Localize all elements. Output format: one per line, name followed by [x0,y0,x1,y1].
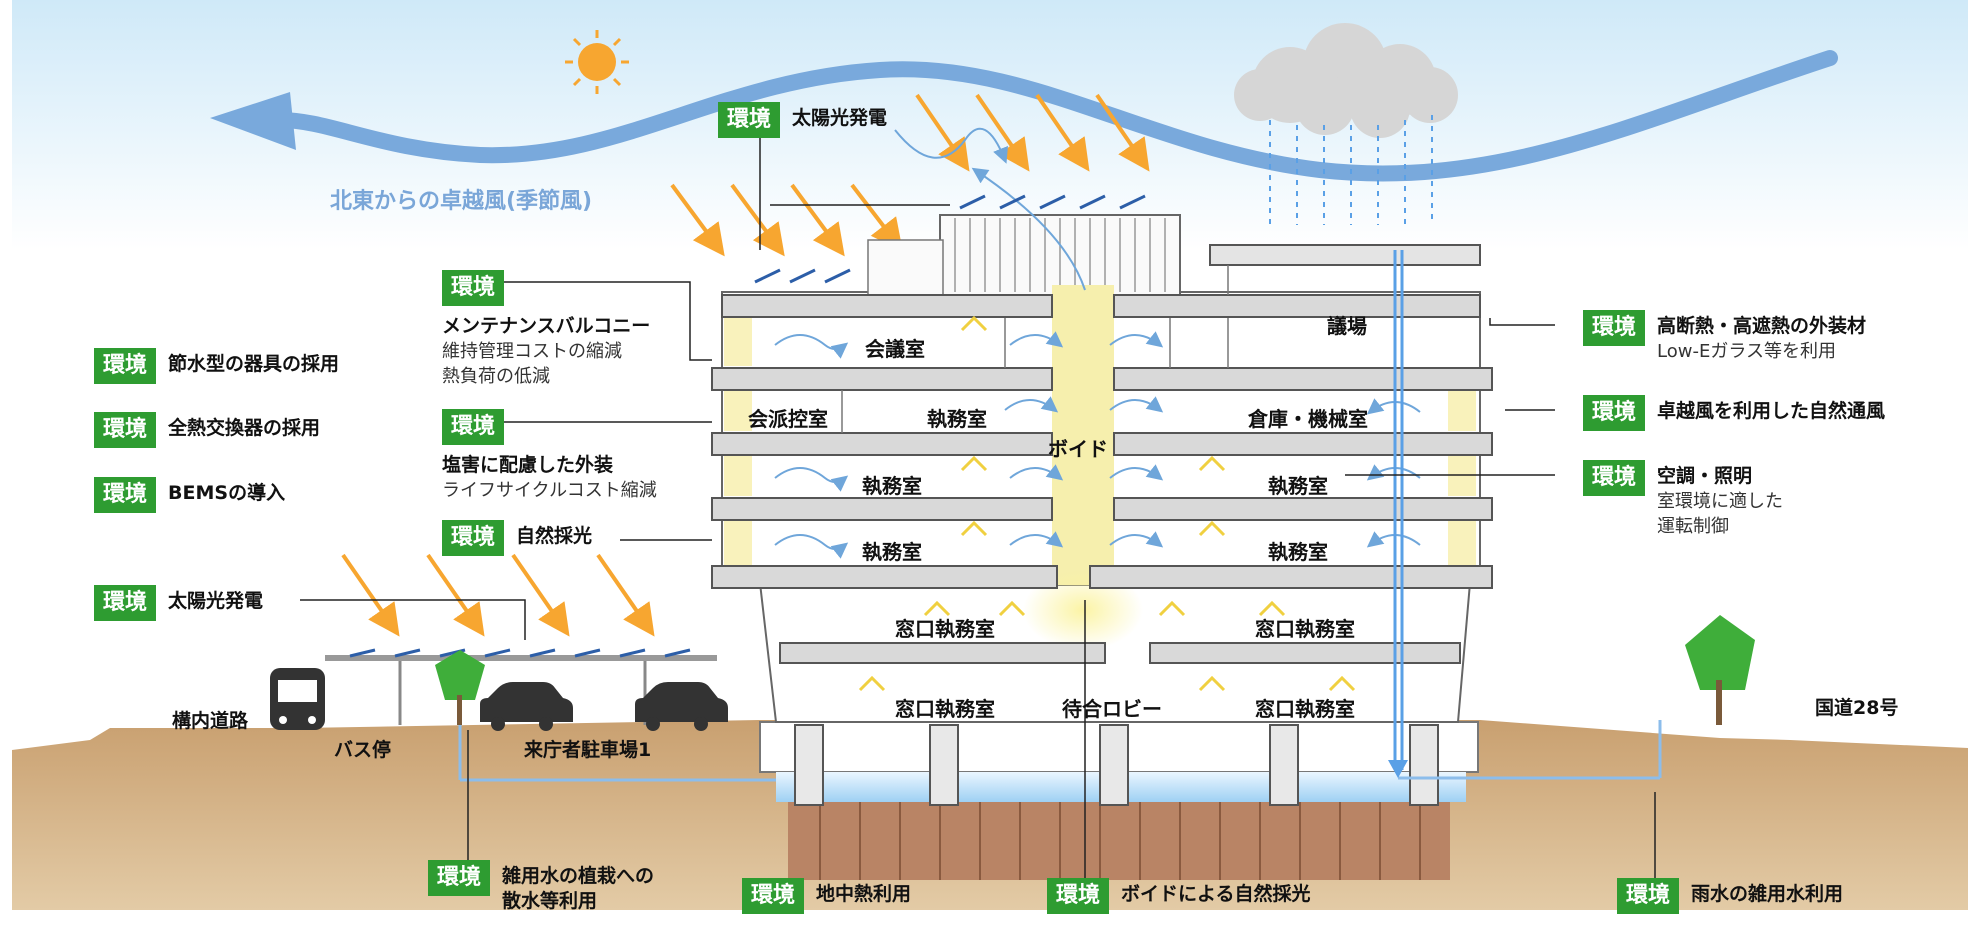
label-main: 塩害に配慮した外装 [442,454,614,476]
label-main: 高断熱・高遮熱の外装材 [1657,315,1867,337]
room-counter-office: 窓口執務室 [895,617,995,641]
room-office: 執務室 [862,474,922,498]
env-badge: 環境 [718,102,781,138]
label-main: 自然採光 [516,525,593,547]
env-badge: 環境 [742,878,805,914]
env-badge: 環境 [1583,395,1646,431]
env-label-geothermal: 環境 地中熱利用 [742,878,911,914]
sunlight-arrows-parking [341,553,655,637]
label-main: 卓越風を利用した自然通風 [1657,400,1886,422]
label-main: BEMSの導入 [168,482,286,504]
label-main: 雑用水の植栽への [502,865,655,887]
room-assembly: 議場 [1327,314,1367,338]
env-badge: 環境 [442,270,505,306]
wind-label: 北東からの卓越風(季節風) [330,189,593,214]
wind-wave [272,50,1838,182]
foundation-piles [788,802,1450,880]
env-label-heat-exchanger: 環境 全熱交換器の採用 [94,412,320,448]
label-sub: Low-Eガラス等を利用 [1657,341,1836,362]
label-main: ボイドによる自然採光 [1121,883,1311,905]
room-office: 執務室 [927,407,987,431]
car-icon [480,682,573,731]
car-icon [635,682,728,731]
place-campus-road: 構内道路 [172,710,249,732]
place-parking: 来庁者駐車場1 [524,739,652,761]
label-main: 全熱交換器の採用 [168,417,321,439]
building [711,127,1493,723]
env-label-maintenance-balcony: 環境 メンテナンスバルコニー 維持管理コストの縮減 熱負荷の低減 [442,266,650,389]
env-badge: 環境 [94,412,157,448]
room-office: 執務室 [1268,474,1328,498]
place-bus-stop: バス停 [334,739,392,761]
env-label-natural-ventilation: 環境 卓越風を利用した自然通風 [1583,395,1885,431]
base-isolators [794,724,1439,806]
env-badge: 環境 [442,409,505,445]
label-main: 地中熱利用 [816,883,912,905]
room-counter-office: 窓口執務室 [1255,617,1355,641]
label-main: 空調・照明 [1657,465,1753,487]
env-badge: 環境 [94,585,157,621]
sun-icon [565,30,629,94]
env-badge: 環境 [1617,878,1680,914]
env-badge: 環境 [1047,878,1110,914]
room-lobby: 待合ロビー [1062,697,1162,721]
env-badge: 環境 [1583,310,1646,346]
env-label-salt-damage: 環境 塩害に配慮した外装 ライフサイクルコスト縮減 [442,405,657,503]
rain [1269,115,1433,225]
room-office: 執務室 [862,540,922,564]
label-main: メンテナンスバルコニー [442,315,651,337]
room-conference: 会議室 [865,337,925,361]
room-office: 執務室 [1268,540,1328,564]
env-label-bems: 環境 BEMSの導入 [94,477,285,513]
room-storage: 倉庫・機械室 [1248,407,1368,431]
wind-arrowhead [210,92,296,150]
label-main: 太陽光発電 [792,107,888,129]
label-sub: ライフサイクルコスト縮減 [442,480,657,501]
label-sub: 室環境に適した [1657,491,1784,512]
bus-icon [270,668,325,730]
env-label-water-saving: 環境 節水型の器具の採用 [94,348,339,384]
label-main: 雨水の雑用水利用 [1691,883,1844,905]
label-sub: 熱負荷の低減 [442,366,550,387]
cloud-icon [1234,23,1458,138]
env-label-solar-parking: 環境 太陽光発電 [94,585,263,621]
tree-icon [435,650,485,725]
env-badge: 環境 [94,477,157,513]
env-label-insulation: 環境 高断熱・高遮熱の外装材 Low-Eガラス等を利用 [1583,310,1866,364]
room-counter-office: 窓口執務室 [1255,697,1355,721]
place-national-road: 国道28号 [1815,697,1899,719]
env-label-daylight: 環境 自然採光 [442,520,592,556]
label-sub: 維持管理コストの縮減 [442,341,622,362]
env-label-void-daylight: 環境 ボイドによる自然採光 [1047,878,1310,914]
rainwater-pipe [458,250,1662,782]
label-main: 太陽光発電 [168,590,264,612]
env-label-rainwater: 環境 雨水の雑用水利用 [1617,878,1843,914]
sunlight-arrows [670,93,1150,257]
env-badge: 環境 [442,520,505,556]
label-main: 散水等利用 [502,890,598,912]
room-party: 会派控室 [748,407,828,431]
env-label-greywater: 環境 雑用水の植栽への 散水等利用 [428,860,654,914]
env-label-solar-roof: 環境 太陽光発電 [718,102,887,138]
room-counter-office: 窓口執務室 [895,697,995,721]
tree-icon [1685,615,1755,725]
label-main: 節水型の器具の採用 [168,353,340,375]
env-badge: 環境 [1583,460,1646,496]
env-badge: 環境 [94,348,157,384]
room-void: ボイド [1048,437,1108,461]
env-badge: 環境 [428,860,491,896]
label-sub: 運転制御 [1657,516,1730,537]
leader-lines [300,123,1656,878]
env-label-hvac: 環境 空調・照明 室環境に適した 運転制御 [1583,460,1783,539]
